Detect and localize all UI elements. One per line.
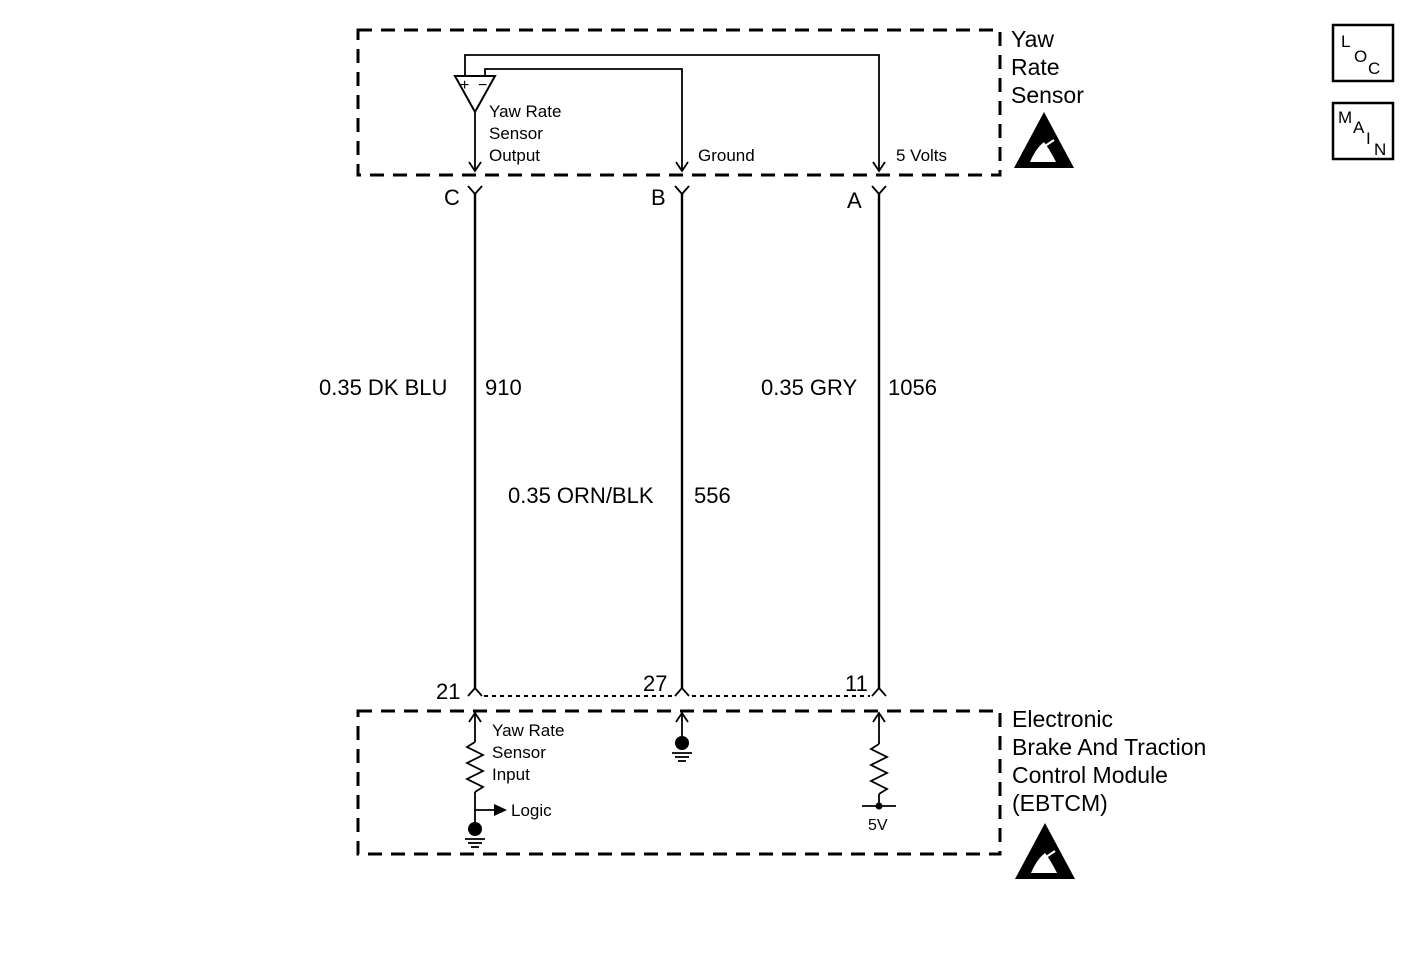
wire-556-spec: 0.35 ORN/BLK — [508, 483, 654, 508]
wire-910-spec: 0.35 DK BLU — [319, 375, 447, 400]
svg-text:A: A — [1353, 118, 1365, 137]
wire-1056-circuit: 1056 — [888, 375, 937, 400]
ebtcm-title-1: Electronic — [1012, 706, 1113, 732]
pin-b-label: B — [651, 185, 666, 210]
sensor-output-line-1: Yaw Rate — [489, 102, 561, 121]
yaw-sensor-title-3: Sensor — [1011, 82, 1084, 108]
ebtcm-connector: 21 27 11 — [436, 671, 887, 704]
logic-arrow-icon — [494, 804, 507, 816]
svg-text:−: − — [478, 77, 487, 94]
svg-text:M: M — [1338, 108, 1352, 127]
wire-556-circuit: 556 — [694, 483, 731, 508]
wire-1056-spec: 0.35 GRY — [761, 375, 858, 400]
loc-button[interactable]: L O C — [1331, 23, 1395, 83]
svg-text:N: N — [1374, 140, 1386, 159]
pin-11-label: 11 — [845, 671, 868, 696]
ground-symbol-icon — [675, 736, 689, 750]
svg-text:C: C — [1368, 59, 1380, 78]
yaw-sensor-title-1: Yaw — [1011, 26, 1054, 52]
pin-21-label: 21 — [436, 679, 460, 704]
svg-text:O: O — [1354, 47, 1367, 66]
sensor-output-line-3: Output — [489, 146, 540, 165]
sensor-amplifier-icon — [453, 75, 497, 115]
pull-up-resistor — [868, 743, 890, 795]
ebtcm-boundary — [356, 709, 1002, 856]
ebtcm-title-3: Control Module — [1012, 762, 1168, 788]
pin-27-label: 27 — [643, 671, 667, 696]
svg-text:L: L — [1341, 32, 1350, 51]
sensor-5v-label: 5 Volts — [896, 146, 947, 165]
logic-label: Logic — [511, 801, 552, 820]
module-input-line-1: Yaw Rate — [492, 721, 564, 740]
svg-text:I: I — [1366, 129, 1371, 148]
ground-internal-wire — [484, 68, 683, 170]
supply-5v-label: 5V — [868, 817, 888, 834]
ebtcm-module: Yaw Rate Sensor Input Logic 5V Electroni… — [356, 706, 1206, 879]
ebtcm-title-2: Brake And Traction — [1012, 734, 1206, 760]
sensor-connector: C B A — [444, 185, 887, 213]
module-input-line-2: Sensor — [492, 743, 546, 762]
ebtcm-title-4: (EBTCM) — [1012, 790, 1108, 816]
module-input-line-3: Input — [492, 765, 530, 784]
yaw-rate-sensor: + − Yaw Rate Sensor Output Ground 5 Volt… — [356, 26, 1084, 177]
pin-a-label: A — [847, 188, 862, 213]
svg-text:+: + — [460, 77, 469, 94]
main-button[interactable]: M A I N — [1331, 101, 1395, 161]
five-volt-internal-wire — [464, 54, 880, 170]
yaw-sensor-boundary — [356, 28, 1002, 177]
pull-down-resistor — [464, 741, 486, 793]
esd-sensitive-icon — [1015, 823, 1075, 879]
ground-symbol-icon — [468, 822, 482, 836]
esd-sensitive-icon — [1014, 112, 1074, 168]
wire-910-circuit: 910 — [485, 375, 522, 400]
sensor-ground-label: Ground — [698, 146, 755, 165]
sensor-output-line-2: Sensor — [489, 124, 543, 143]
yaw-sensor-title-2: Rate — [1011, 54, 1060, 80]
pin-c-label: C — [444, 185, 460, 210]
